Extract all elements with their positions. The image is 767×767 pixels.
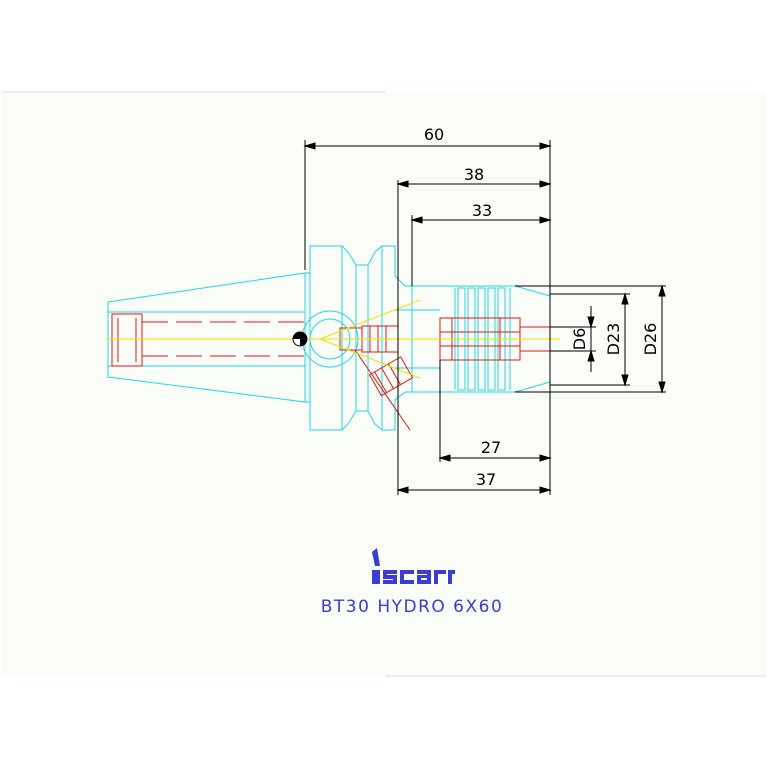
iscar-logo — [372, 548, 455, 584]
dim-27-label: 27 — [481, 438, 501, 457]
dim-d6-label: D6 — [570, 328, 589, 351]
dim-d23-label: D23 — [604, 323, 623, 356]
dim-60-label: 60 — [424, 125, 444, 144]
center-line — [106, 299, 560, 379]
pull-stud — [111, 313, 143, 367]
dimension-lines — [303, 140, 666, 495]
drawing-title: BT30 HYDRO 6X60 — [321, 597, 504, 617]
dim-38-label: 38 — [464, 165, 484, 184]
drawing-panel — [2, 92, 766, 676]
dim-37-label: 37 — [476, 470, 496, 489]
center-mark-icon — [292, 331, 308, 347]
dim-33-label: 33 — [472, 201, 492, 220]
dim-d26-label: D26 — [641, 323, 660, 356]
